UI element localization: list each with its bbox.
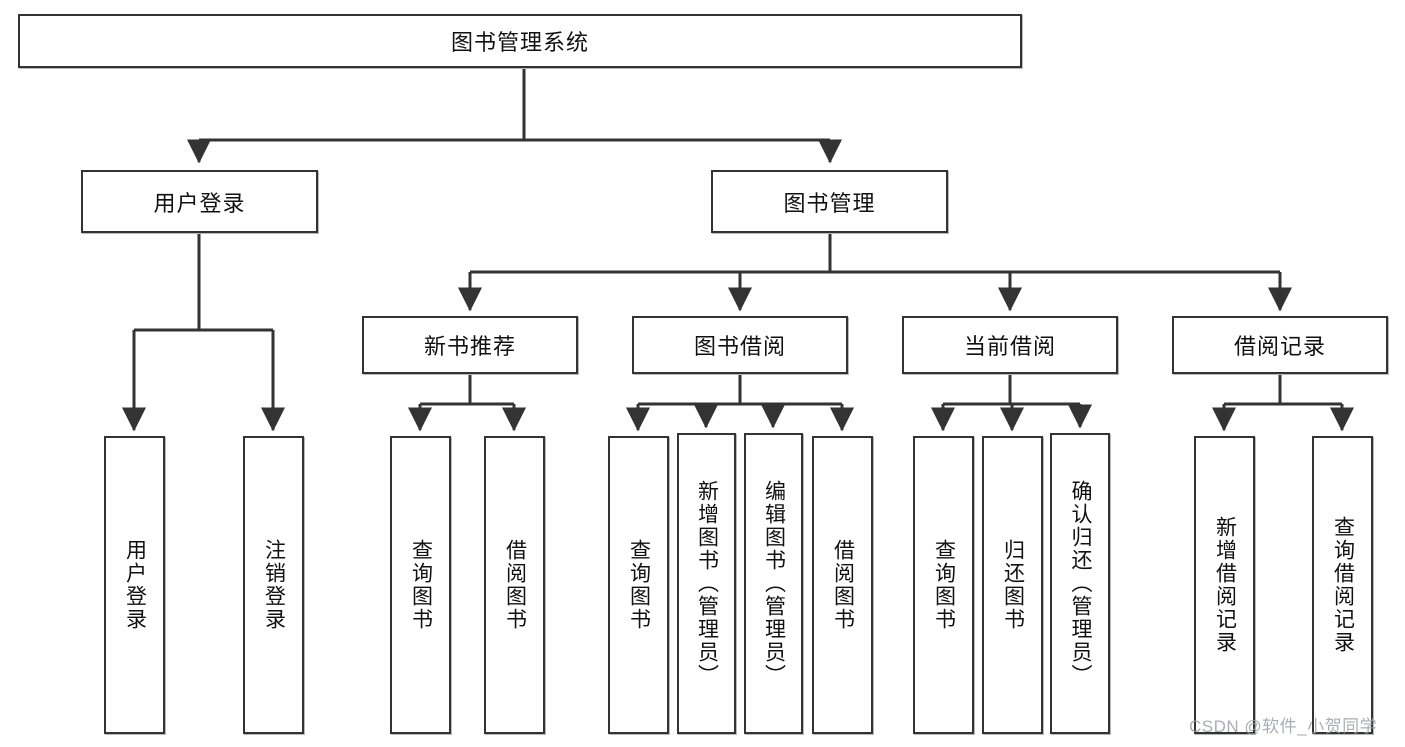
node-leaf-query-record[interactable]: 查询借阅记录 [1312, 436, 1373, 734]
node-leaf-add-record[interactable]: 新增借阅记录 [1194, 436, 1255, 734]
node-borrow-record[interactable]: 借阅记录 [1172, 316, 1388, 374]
node-leaf-add-book-label: 新增图书（管理员） [695, 480, 719, 687]
node-root-label: 图书管理系统 [450, 30, 589, 55]
node-leaf-query-book-1[interactable]: 查询图书 [390, 436, 451, 734]
node-leaf-confirm-return[interactable]: 确认归还（管理员） [1050, 433, 1110, 734]
node-user-login[interactable]: 用户登录 [81, 170, 318, 233]
node-book-manage[interactable]: 图书管理 [711, 170, 948, 233]
node-leaf-add-book[interactable]: 新增图书（管理员） [677, 433, 736, 734]
node-current-borrow-label: 当前借阅 [963, 334, 1056, 359]
node-leaf-borrow-book-2[interactable]: 借阅图书 [812, 436, 873, 734]
node-user-login-label: 用户登录 [153, 190, 246, 216]
node-borrow-record-label: 借阅记录 [1233, 334, 1326, 359]
node-leaf-confirm-return-label: 确认归还（管理员） [1069, 480, 1093, 687]
node-leaf-return-book[interactable]: 归还图书 [982, 436, 1043, 734]
node-book-borrow[interactable]: 图书借阅 [632, 316, 848, 374]
node-leaf-user-login-label: 用户登录 [123, 539, 147, 631]
node-leaf-query-book-1-label: 查询图书 [409, 539, 433, 631]
node-leaf-query-record-label: 查询借阅记录 [1331, 516, 1355, 654]
node-current-borrow[interactable]: 当前借阅 [902, 316, 1118, 374]
node-leaf-add-record-label: 新增借阅记录 [1213, 516, 1237, 654]
node-leaf-borrow-book-1[interactable]: 借阅图书 [484, 436, 545, 734]
node-leaf-query-book-3[interactable]: 查询图书 [913, 436, 974, 734]
node-leaf-query-book-2-label: 查询图书 [627, 539, 651, 631]
node-new-book-rec[interactable]: 新书推荐 [362, 316, 578, 374]
node-leaf-edit-book-label: 编辑图书（管理员） [762, 480, 786, 687]
node-leaf-logout[interactable]: 注销登录 [243, 436, 304, 734]
node-book-manage-label: 图书管理 [783, 190, 876, 216]
node-leaf-user-login[interactable]: 用户登录 [104, 436, 165, 734]
node-leaf-borrow-book-2-label: 借阅图书 [831, 539, 855, 631]
node-leaf-logout-label: 注销登录 [262, 539, 286, 631]
node-leaf-query-book-2[interactable]: 查询图书 [608, 436, 669, 734]
node-book-borrow-label: 图书借阅 [693, 334, 786, 359]
node-leaf-edit-book[interactable]: 编辑图书（管理员） [744, 433, 803, 734]
node-new-book-rec-label: 新书推荐 [423, 334, 516, 359]
node-leaf-borrow-book-1-label: 借阅图书 [503, 539, 527, 631]
node-leaf-return-book-label: 归还图书 [1001, 539, 1025, 631]
node-leaf-query-book-3-label: 查询图书 [932, 539, 956, 631]
node-root[interactable]: 图书管理系统 [18, 14, 1022, 68]
